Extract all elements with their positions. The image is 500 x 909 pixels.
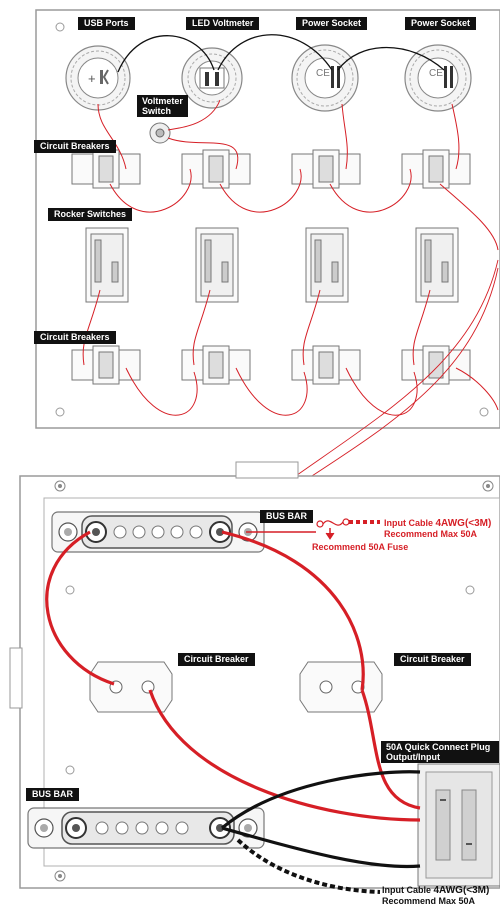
circuit-breaker-bottom-1 bbox=[71, 345, 141, 385]
note-input-cable-top-max: Recommend Max 50A bbox=[384, 529, 478, 539]
label-voltmeter-switch: Voltmeter Switch bbox=[137, 95, 188, 117]
bottom-red-wires bbox=[45, 530, 421, 822]
power-socket-2: CE bbox=[404, 44, 472, 112]
rocker-switch-3 bbox=[305, 227, 349, 303]
label-circuit-breakers-top: Circuit Breakers bbox=[34, 140, 116, 153]
label-circuit-breakers-bottom: Circuit Breakers bbox=[34, 331, 116, 344]
note-input-cable-bottom-max: Recommend Max 50A bbox=[382, 896, 476, 906]
circuit-breaker-top-3 bbox=[291, 149, 361, 189]
bus-bar-top bbox=[51, 511, 265, 553]
label-power-socket-1: Power Socket bbox=[296, 17, 368, 30]
note-input-cable-bottom-prefix: Input Cable bbox=[382, 885, 434, 895]
circuit-breakers-top-row bbox=[71, 149, 471, 189]
label-circuit-breaker-left: Circuit Breaker bbox=[178, 653, 255, 666]
svg-text:+: + bbox=[88, 71, 96, 86]
label-circuit-breaker-right: Circuit Breaker bbox=[394, 653, 471, 666]
bottom-black-wires bbox=[220, 770, 421, 869]
quick-connect-plug bbox=[417, 763, 500, 887]
label-usb-ports: USB Ports bbox=[78, 17, 135, 30]
circuit-breaker-top-2 bbox=[181, 149, 251, 189]
label-bus-bar-top: BUS BAR bbox=[260, 510, 314, 523]
label-power-socket-2: Power Socket bbox=[405, 17, 477, 30]
circuit-breaker-bottom-2 bbox=[181, 345, 251, 385]
circuit-breaker-top-1 bbox=[71, 149, 141, 189]
rocker-switch-1 bbox=[85, 227, 129, 303]
note-input-cable-top-prefix: Input Cable bbox=[384, 518, 436, 528]
rocker-switches bbox=[85, 227, 459, 303]
input-cable-top bbox=[246, 518, 380, 540]
top-black-wires bbox=[117, 34, 445, 73]
note-input-cable-bottom-value: 4AWG(<3M) bbox=[433, 885, 490, 896]
note-input-cable-top-value: 4AWG(<3M) bbox=[435, 518, 492, 529]
svg-text:CE: CE bbox=[316, 68, 330, 79]
circuit-breaker-bottom-4 bbox=[401, 345, 471, 385]
circuit-breaker-bottom-3 bbox=[291, 345, 361, 385]
usb-port: + bbox=[65, 45, 131, 111]
rocker-switch-4 bbox=[415, 227, 459, 303]
note-input-cable-top: Input Cable 4AWG(<3M) bbox=[384, 518, 491, 529]
circuit-breaker-right bbox=[299, 661, 383, 713]
power-socket-1: CE bbox=[291, 44, 359, 112]
bus-bar-bottom bbox=[27, 807, 265, 849]
label-rocker-switches: Rocker Switches bbox=[48, 208, 133, 221]
voltmeter-switch bbox=[149, 122, 171, 144]
rocker-switch-2 bbox=[195, 227, 239, 303]
top-red-wires bbox=[82, 99, 499, 416]
circuit-breaker-left bbox=[89, 661, 173, 713]
label-bus-bar-bottom: BUS BAR bbox=[26, 788, 80, 801]
note-fuse: Recommend 50A Fuse bbox=[312, 542, 409, 552]
led-voltmeter bbox=[181, 47, 243, 109]
note-input-cable-bottom: Input Cable 4AWG(<3M) bbox=[382, 885, 489, 896]
svg-text:CE: CE bbox=[429, 68, 443, 79]
label-led-voltmeter: LED Voltmeter bbox=[186, 17, 260, 30]
label-quick-connect-plug: 50A Quick Connect Plug Output/Input bbox=[381, 741, 499, 763]
circuit-breaker-top-4 bbox=[401, 149, 471, 189]
